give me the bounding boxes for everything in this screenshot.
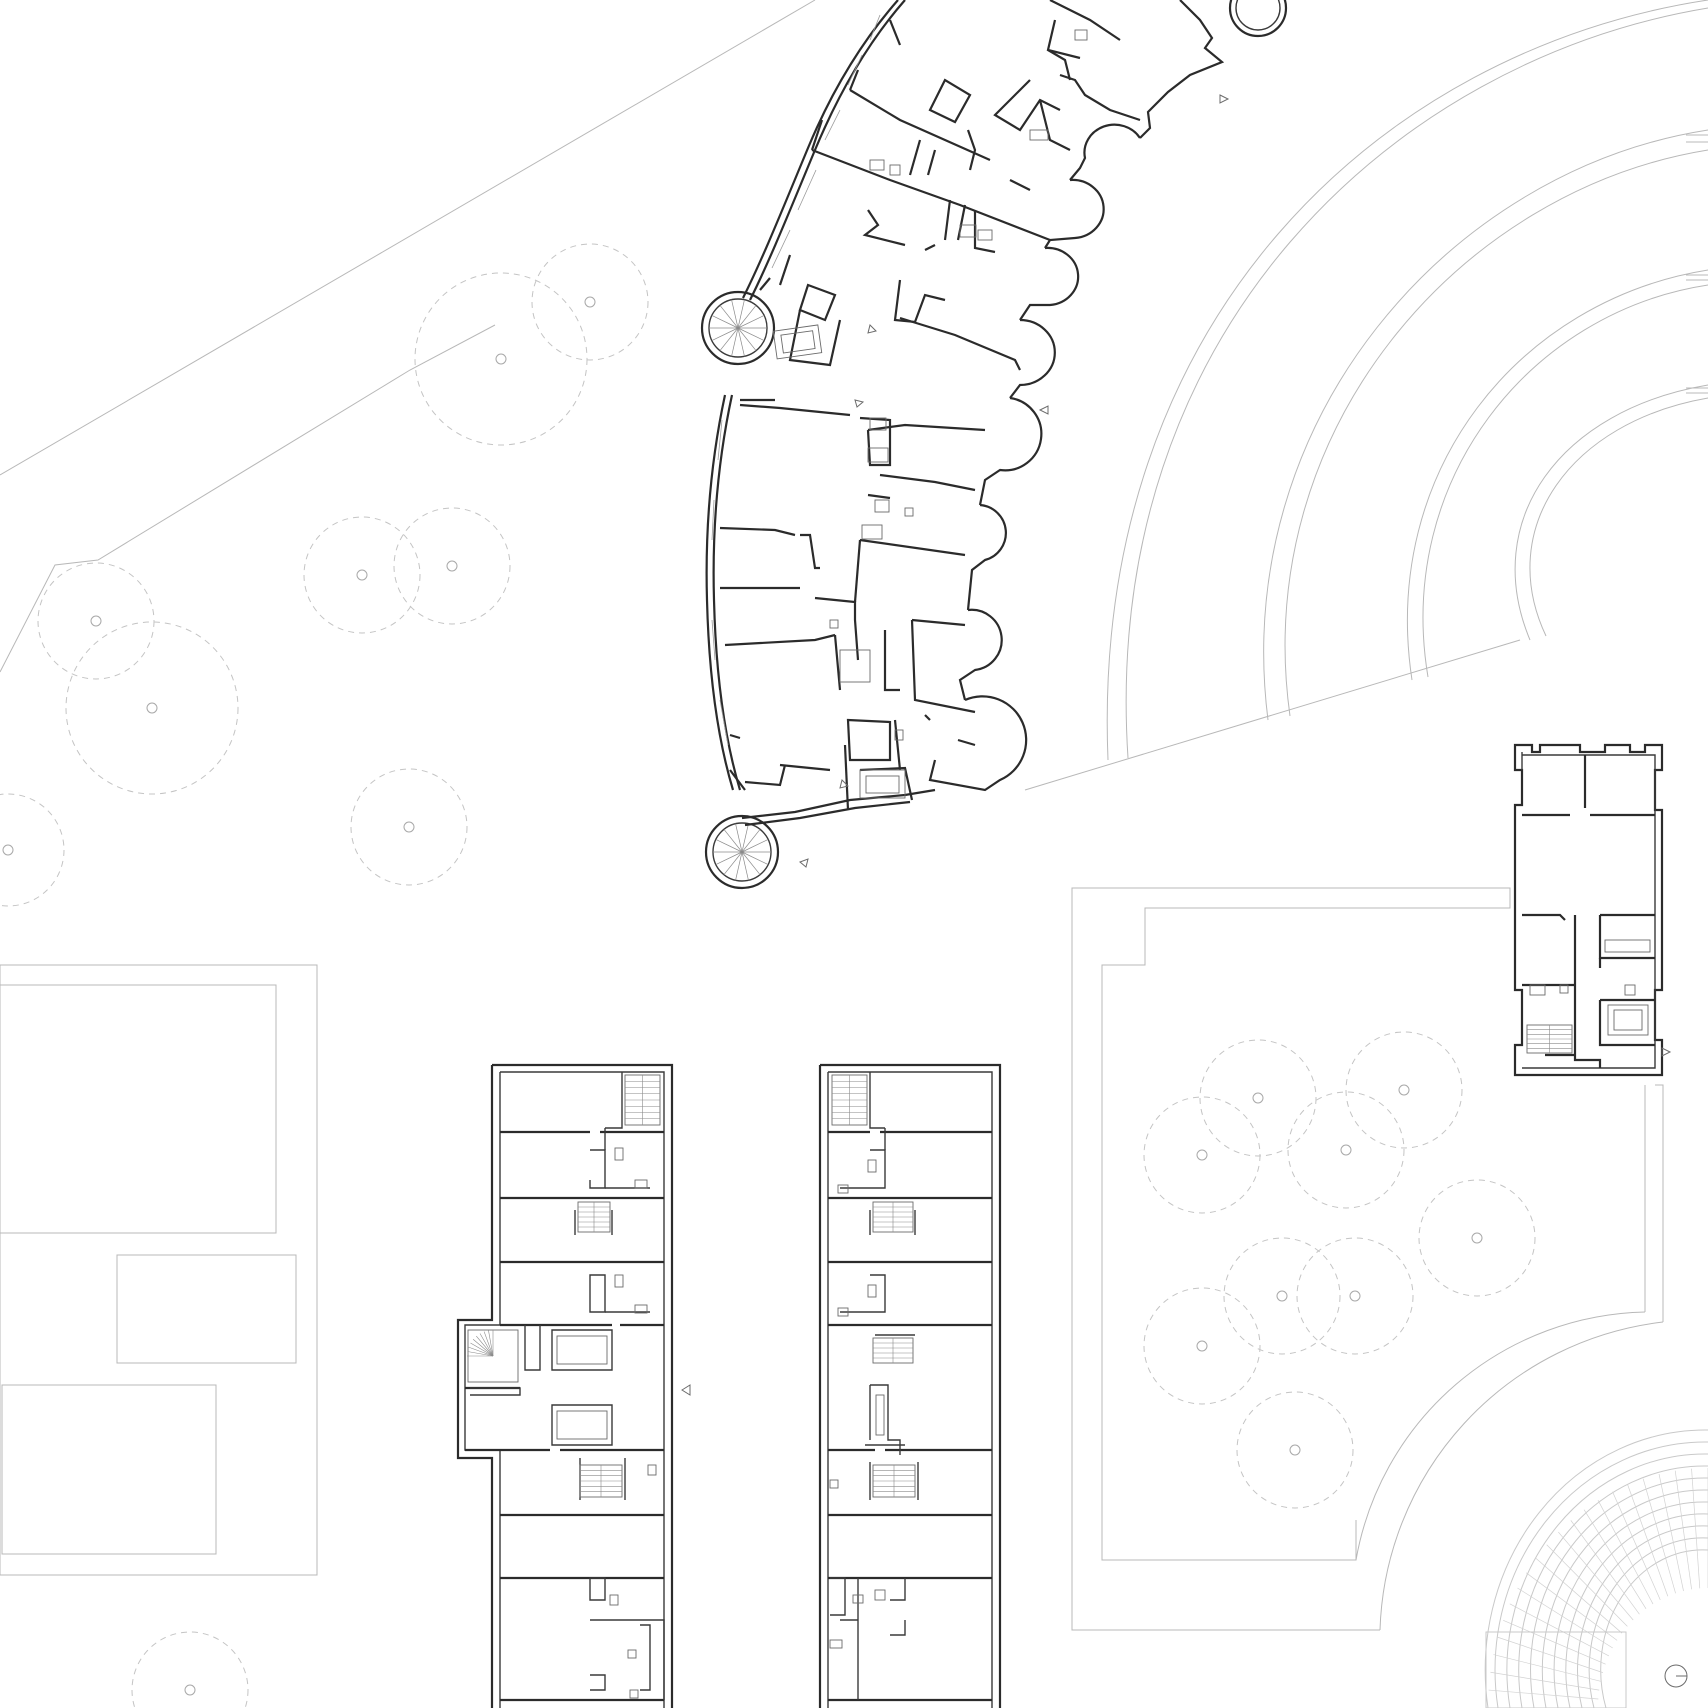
tree-canopies bbox=[0, 243, 1536, 1708]
tree-canopy-icon bbox=[37, 562, 155, 680]
stair-icon bbox=[709, 299, 767, 357]
entrance-triangle-icon bbox=[1661, 1047, 1672, 1057]
stair-icon bbox=[579, 1464, 623, 1498]
tree-canopy-icon bbox=[303, 516, 421, 634]
tree-canopy-icon bbox=[1418, 1179, 1536, 1297]
row-building-west bbox=[456, 1063, 691, 1708]
row-building-east bbox=[818, 1063, 1002, 1708]
stair-icon bbox=[831, 1074, 868, 1126]
stair-icon bbox=[467, 1329, 519, 1383]
stair-icon bbox=[624, 1074, 661, 1126]
east-small-building bbox=[1513, 743, 1672, 1077]
curved-building-block bbox=[700, 0, 1288, 890]
tree-canopy-icon bbox=[1296, 1237, 1414, 1355]
tree-canopy-icon bbox=[531, 243, 649, 361]
tree-canopy-icon bbox=[1287, 1091, 1405, 1209]
stair-icon bbox=[713, 823, 771, 881]
stair-icon bbox=[872, 1464, 916, 1498]
tree-canopy-icon bbox=[393, 507, 511, 625]
tree-canopy-icon bbox=[350, 768, 468, 886]
tree-canopy-icon bbox=[1199, 1039, 1317, 1157]
stair-icon bbox=[1526, 1024, 1573, 1054]
tree-canopy-icon bbox=[1223, 1237, 1341, 1355]
tree-canopy-icon bbox=[1143, 1287, 1261, 1405]
tree-canopy-icon bbox=[131, 1631, 249, 1708]
tree-canopy-icon bbox=[0, 793, 65, 907]
stair-icon bbox=[872, 1337, 914, 1364]
entrance-triangle-icon bbox=[681, 1384, 691, 1396]
stair-icon bbox=[577, 1201, 611, 1233]
tree-canopy-icon bbox=[1143, 1096, 1261, 1214]
site-boundary-lines bbox=[0, 0, 1664, 1631]
lower-amphitheatre bbox=[1484, 1429, 1708, 1708]
entrance-triangle-icon bbox=[799, 94, 1230, 868]
tree-canopy-icon bbox=[1236, 1391, 1354, 1509]
north-arrow-icon bbox=[1664, 1664, 1688, 1688]
tree-canopy-icon bbox=[65, 621, 239, 795]
amphitheatre-arcs bbox=[1106, 0, 1708, 761]
tree-canopy-icon bbox=[1345, 1031, 1463, 1149]
stair-icon bbox=[872, 1201, 914, 1233]
tree-canopy-icon bbox=[414, 272, 588, 446]
